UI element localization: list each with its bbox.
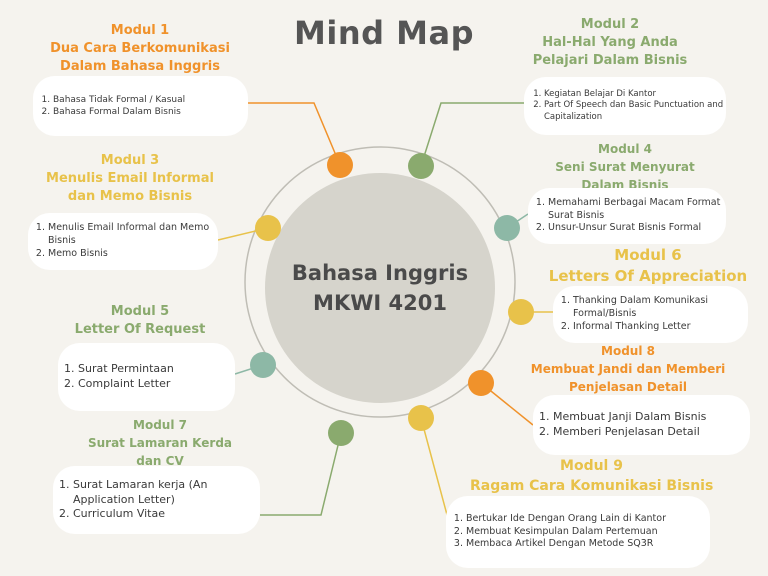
node-modul-4 [494,215,520,241]
node-modul-8 [468,370,494,396]
modul-4-heading: Modul 4 Seni Surat Menyurat Dalam Bisnis [540,140,710,194]
modul-8-item-2: Memberi Penjelasan Detail [553,425,750,440]
modul-2-title-line-1: Hal-Hal Yang Anda [542,35,678,50]
modul-1-number: Modul 1 [110,23,170,38]
modul-5-card: Surat PermintaanComplaint Letter [58,343,235,411]
modul-2-item-2: Part Of Speech dan Basic Punctuation and… [544,100,726,123]
modul-3-title-line-2: dan Memo Bisnis [67,189,193,204]
modul-2-heading: Modul 2 Hal-Hal Yang Anda Pelajari Dalam… [515,16,705,70]
modul-6-number: Modul 6 [614,246,682,264]
modul-9-number: Modul 9 [560,458,623,474]
modul-7-item-1: Surat Lamaran kerja (An Application Lett… [73,478,260,508]
modul-7-heading: Modul 7 Surat Lamaran Kerda dan CV [70,416,250,470]
modul-1-card: Bahasa Tidak Formal / KasualBahasa Forma… [33,76,248,136]
center-node [265,173,495,403]
modul-5-number: Modul 5 [110,304,170,319]
modul-5-heading: Modul 5 Letter Of Request [60,303,220,339]
modul-3-title-line-1: Menulis Email Informal [46,171,214,186]
modul-3-item-2: Memo Bisnis [48,248,218,261]
modul-5-item-2: Complaint Letter [78,377,235,392]
node-modul-1 [327,152,353,178]
modul-7-title-line-2: dan CV [136,454,184,468]
modul-5-title-line-1: Letter Of Request [74,322,206,337]
modul-5-item-1: Surat Permintaan [78,362,235,377]
modul-6-heading: Modul 6 Letters Of Appreciation [548,245,748,287]
node-modul-2 [408,153,434,179]
modul-8-title-line-2: Penjelasan Detail [568,380,688,394]
node-modul-6 [508,299,534,325]
modul-8-heading: Modul 8 Membuat Jandi dan Memberi Penjel… [528,342,728,396]
modul-7-number: Modul 7 [133,418,187,432]
orbit-ring [244,146,516,418]
connector-modul-7 [260,432,342,516]
modul-3-item-1: Menulis Email Informal dan Memo Bisnis [48,222,218,248]
modul-4-title-line-1: Seni Surat Menyurat [555,160,695,174]
node-modul-7 [328,420,354,446]
modul-3-card: Menulis Email Informal dan Memo BisnisMe… [28,213,218,270]
modul-6-item-1: Thanking Dalam Komunikasi Formal/Bisnis [573,295,748,321]
modul-1-title-line-2: Dalam Bahasa Inggris [60,59,220,74]
modul-6-title-line-1: Letters Of Appreciation [548,267,748,285]
modul-8-card: Membuat Janji Dalam BisnisMemberi Penjel… [533,395,750,455]
modul-9-heading: Modul 9 Ragam Cara Komunikasi Bisnis [470,456,713,496]
center-label-line-2: MKWI 4201 [313,291,447,315]
modul-9-item-2: Membuat Kesimpulan Dalam Pertemuan [466,526,710,539]
modul-6-item-2: Informal Thanking Letter [573,321,748,334]
modul-7-title-line-1: Surat Lamaran Kerda [87,436,233,450]
connector-modul-2 [420,102,525,167]
modul-8-title-line-1: Membuat Jandi dan Memberi [530,362,726,376]
modul-9-item-3: Membaca Artikel Dengan Metode SQ3R [466,538,710,551]
node-modul-3 [255,215,281,241]
modul-2-title-line-2: Pelajari Dalam Bisnis [532,53,688,68]
center-label-line-1: Bahasa Inggris [291,261,469,285]
modul-2-card: Kegiatan Belajar Di KantorPart Of Speech… [524,77,726,135]
modul-1-title-line-1: Dua Cara Berkomunikasi [50,41,230,56]
node-modul-5 [250,352,276,378]
modul-6-card: Thanking Dalam Komunikasi Formal/BisnisI… [553,286,748,343]
page-title: Mind Map [294,14,474,52]
modul-2-item-1: Kegiatan Belajar Di Kantor [544,89,726,100]
modul-9-item-1: Bertukar Ide Dengan Orang Lain di Kantor [466,513,710,526]
modul-4-item-1: Memahami Berbagai Macam Format Surat Bis… [548,197,726,223]
modul-8-number: Modul 8 [601,344,655,358]
modul-7-card: Surat Lamaran kerja (An Application Lett… [53,466,260,534]
connector-modul-1 [247,102,341,166]
modul-2-number: Modul 2 [580,17,640,32]
node-modul-9 [408,405,434,431]
modul-8-item-1: Membuat Janji Dalam Bisnis [553,410,750,425]
modul-4-number: Modul 4 [598,142,652,156]
modul-7-item-2: Curriculum Vitae [73,507,260,522]
modul-3-heading: Modul 3 Menulis Email Informal dan Memo … [40,152,220,206]
modul-9-card: Bertukar Ide Dengan Orang Lain di Kantor… [446,496,710,568]
modul-1-heading: Modul 1 Dua Cara Berkomunikasi Dalam Bah… [40,22,240,76]
modul-4-item-2: Unsur-Unsur Surat Bisnis Formal [548,222,726,235]
modul-3-number: Modul 3 [100,153,160,168]
modul-1-item-1: Bahasa Tidak Formal / Kasual [53,94,248,106]
modul-9-title-line-1: Ragam Cara Komunikasi Bisnis [470,478,714,494]
center-label: Bahasa Inggris MKWI 4201 [265,258,495,318]
modul-1-item-2: Bahasa Formal Dalam Bisnis [53,106,248,118]
modul-4-card: Memahami Berbagai Macam Format Surat Bis… [528,188,726,244]
